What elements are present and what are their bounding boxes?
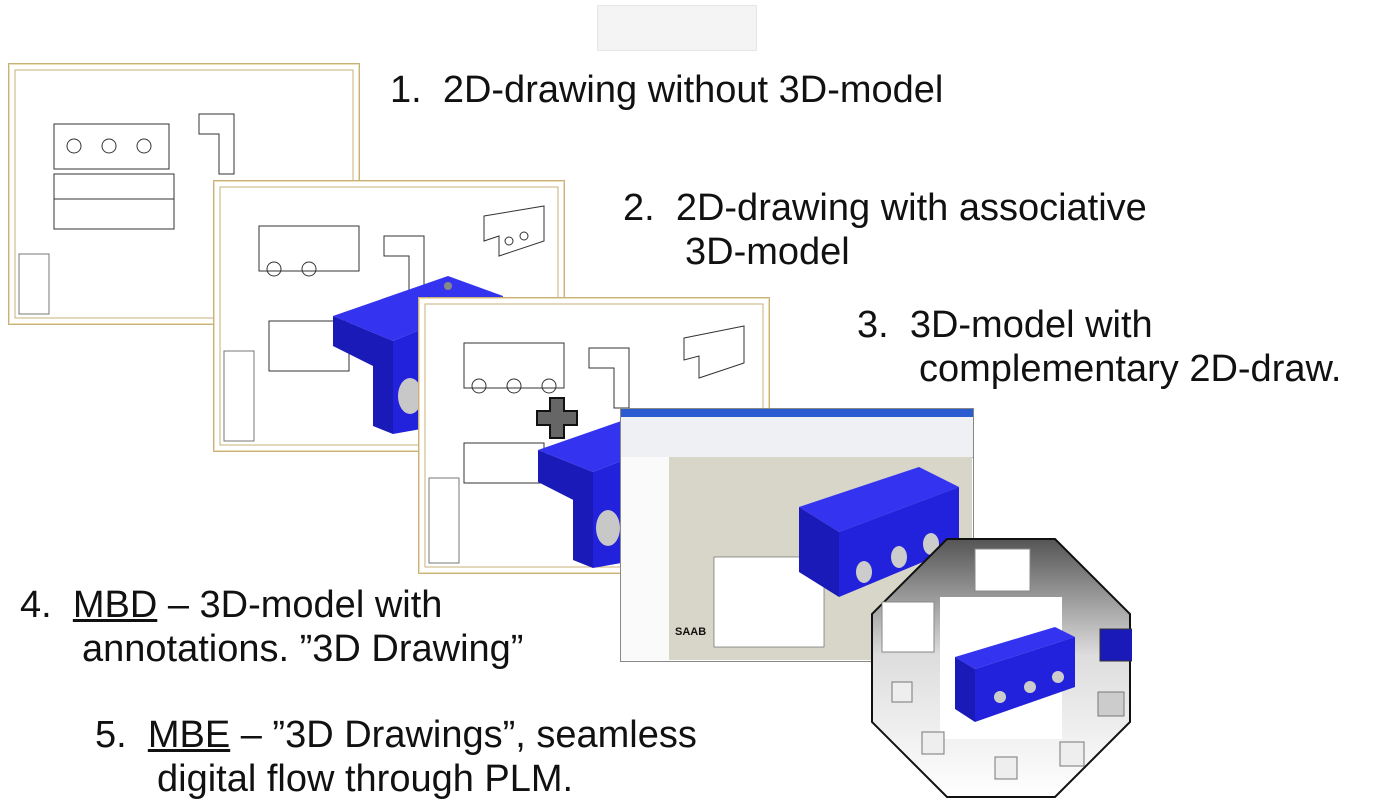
mbe-abbreviation: MBE bbox=[147, 714, 231, 756]
step-2: 2. 2D-drawing with associative 3D-model bbox=[623, 186, 1147, 274]
step-3-number: 3. bbox=[857, 304, 889, 346]
step-4: 4. MBD – 3D-model with annotations. ”3D … bbox=[20, 583, 523, 671]
step-2-text-line2: 3D-model bbox=[685, 231, 850, 273]
step-4-number: 4. bbox=[20, 584, 52, 626]
step-2-text-line1: 2D-drawing with associative bbox=[675, 187, 1147, 229]
step-1-text: 2D-drawing without 3D-model bbox=[442, 69, 944, 111]
step-3-text-line2: complementary 2D-draw. bbox=[919, 348, 1342, 390]
saab-logo: SAAB bbox=[675, 626, 707, 638]
plus-icon bbox=[536, 397, 578, 439]
step-3: 3. 3D-model with complementary 2D-draw. bbox=[857, 303, 1341, 391]
cad-tree-panel bbox=[621, 457, 670, 660]
mbe-octagon bbox=[871, 538, 1132, 798]
step-1-number: 1. bbox=[390, 69, 422, 111]
step-2-number: 2. bbox=[623, 187, 655, 229]
step-4-text-line1: – 3D-model with bbox=[157, 584, 443, 626]
top-tab bbox=[597, 5, 757, 51]
mbd-abbreviation: MBD bbox=[72, 584, 158, 626]
step-1: 1. 2D-drawing without 3D-model bbox=[390, 68, 943, 112]
drawing-sheet-1-lines bbox=[14, 69, 354, 319]
step-5-text-line2: digital flow through PLM. bbox=[157, 758, 574, 800]
step-4-text-line2: annotations. ”3D Drawing” bbox=[82, 628, 524, 670]
step-3-text-line1: 3D-model with bbox=[909, 304, 1153, 346]
step-5-number: 5. bbox=[95, 714, 127, 756]
cad-titlebar bbox=[621, 409, 973, 417]
step-5: 5. MBE – ”3D Drawings”, seamless digital… bbox=[95, 713, 697, 801]
step-5-text-line1: – ”3D Drawings”, seamless bbox=[230, 714, 697, 756]
cad-ribbon bbox=[621, 417, 973, 458]
cad-viewport-model bbox=[713, 467, 959, 648]
